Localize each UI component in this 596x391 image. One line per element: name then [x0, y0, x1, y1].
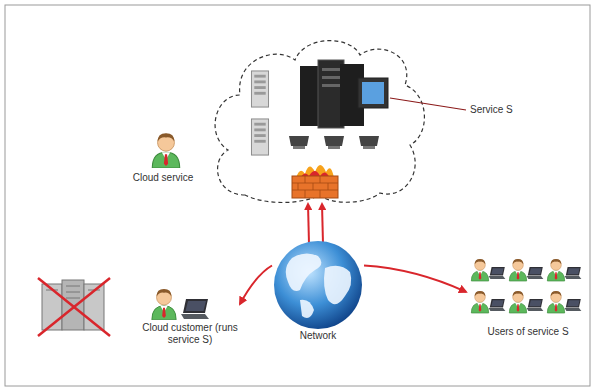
- laptop-icon: [489, 267, 506, 279]
- server-towers: [251, 71, 268, 155]
- users-icons: [471, 259, 581, 313]
- user-icon: [547, 291, 564, 313]
- user-icon: [547, 259, 564, 281]
- laptop-icon: [565, 299, 582, 311]
- callout-label: Service S: [470, 104, 513, 116]
- leader-line: [390, 98, 466, 110]
- node-label: Cloud service: [118, 172, 208, 184]
- laptop-icon: [527, 299, 544, 311]
- globe: [274, 241, 362, 329]
- user-icon: [471, 259, 488, 281]
- laptop-icon: [565, 267, 582, 279]
- node-label: Cloud customer (runs service S): [140, 322, 240, 346]
- firewall: [292, 165, 338, 198]
- icon-node: Cloud customer (runs service S): [140, 286, 240, 346]
- arrows-to-firewall: [308, 204, 323, 244]
- customer-icons: [152, 289, 209, 320]
- server-cluster: [300, 60, 388, 128]
- cloud-service-person: [152, 133, 179, 168]
- terminals: [289, 136, 379, 149]
- crossed-servers: [38, 278, 110, 336]
- node-label: Network: [272, 330, 364, 342]
- user-icon: [509, 291, 526, 313]
- node-label: Users of service S: [466, 326, 590, 338]
- icon-node: Cloud service: [118, 128, 208, 184]
- frame: [5, 5, 590, 386]
- laptop-icon: [527, 267, 544, 279]
- network-arrow: [240, 266, 272, 305]
- cloud-outline: [215, 41, 424, 203]
- user-icon: [509, 259, 526, 281]
- icon-node: Network: [272, 240, 364, 342]
- icon-node: Users of service S: [466, 254, 590, 338]
- network-arrow: [364, 266, 466, 292]
- laptop-icon: [489, 299, 506, 311]
- user-icon: [471, 291, 488, 313]
